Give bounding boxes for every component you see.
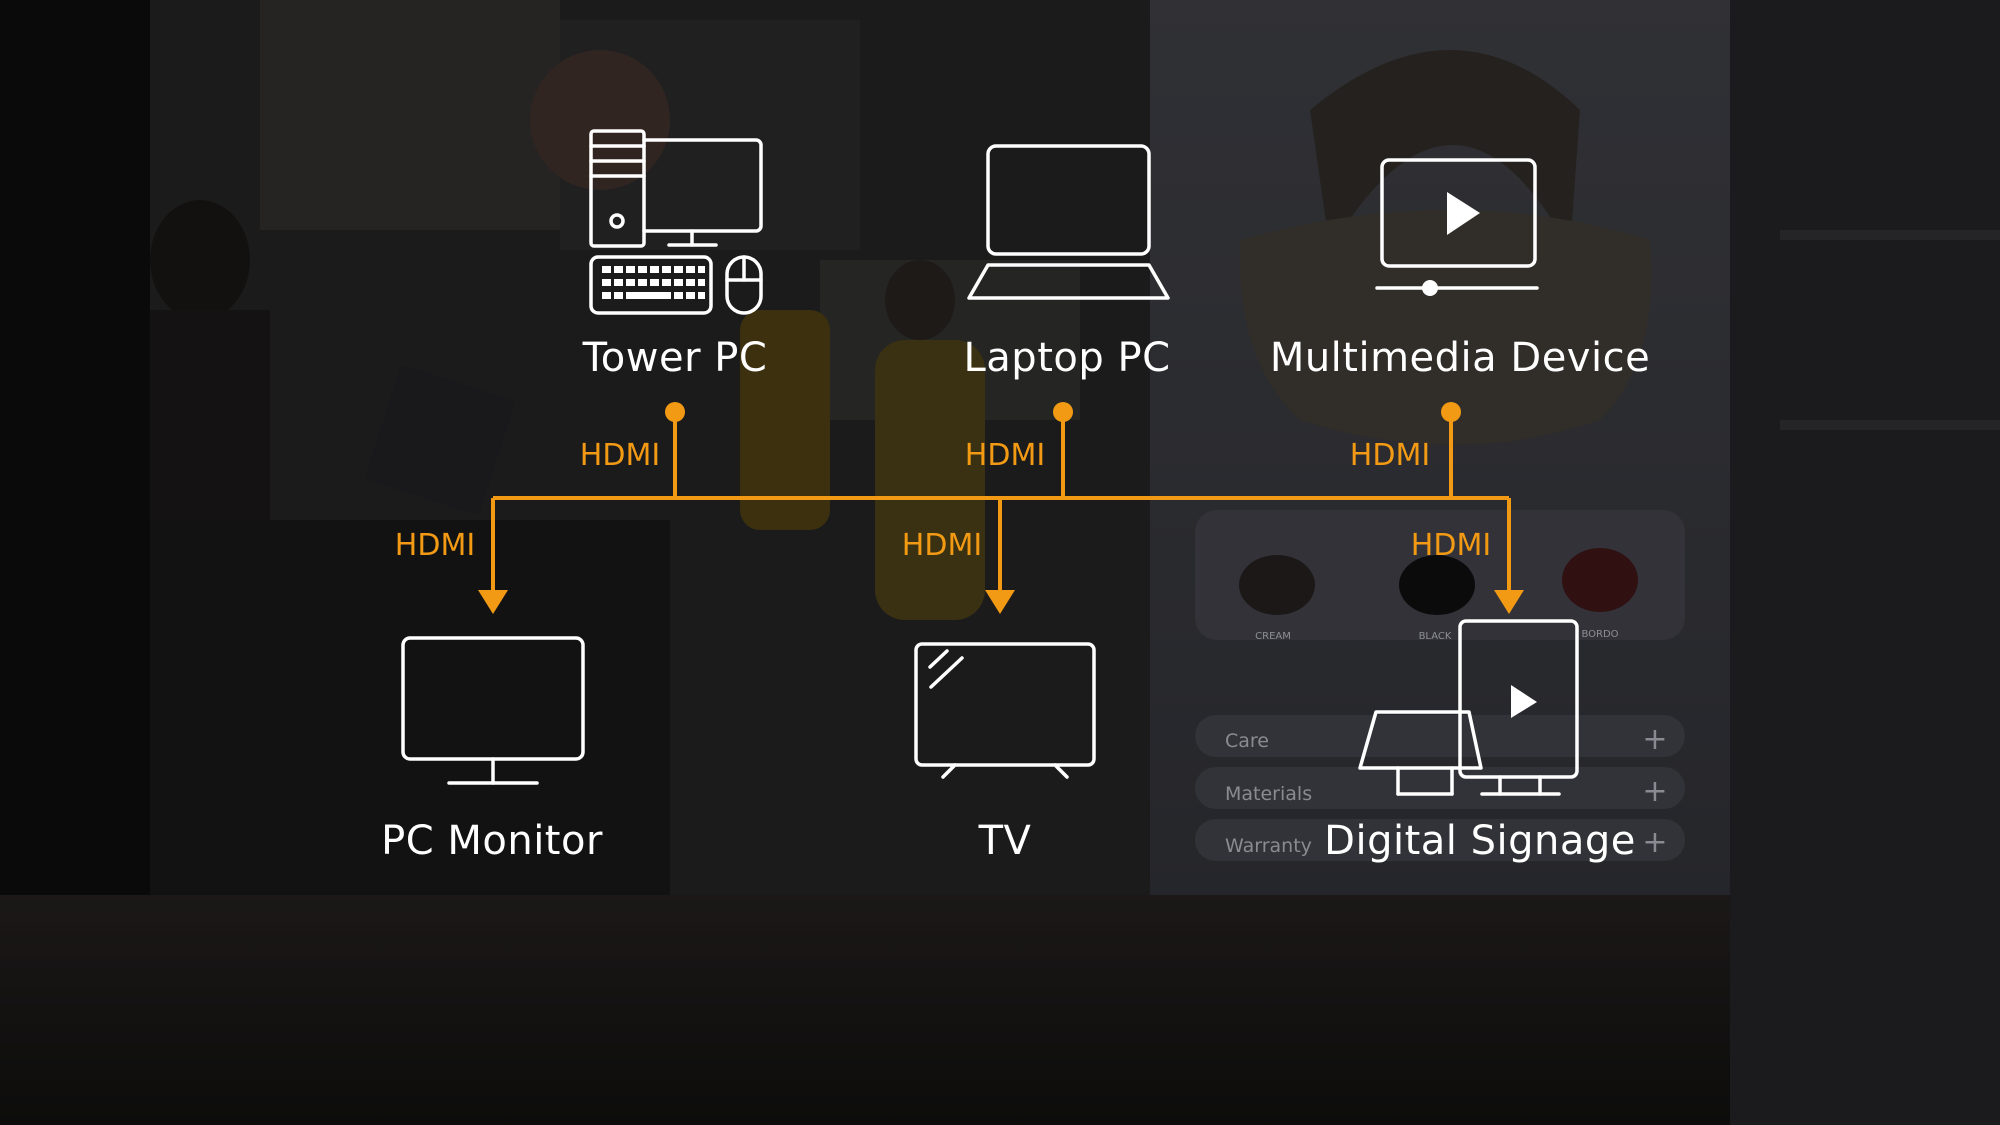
hdmi-label-tv: HDMI <box>901 528 983 563</box>
menu-item-warranty: Warranty <box>1225 835 1312 857</box>
menu-item-care: Care <box>1225 730 1269 752</box>
pc-monitor-icon <box>401 636 585 785</box>
signage-play-icon <box>1511 685 1537 718</box>
keyboard-keys <box>602 266 705 299</box>
product-label-bordo: BORDO <box>1581 629 1618 640</box>
tower-pc-icon <box>589 129 763 315</box>
tower-pc-label: Tower PC <box>582 335 768 381</box>
tv-label: TV <box>978 818 1032 864</box>
hdmi-label-monitor: HDMI <box>394 528 476 563</box>
arrowheads <box>478 590 1524 614</box>
expand-icon: + <box>1642 774 1667 809</box>
multimedia-player-icon <box>1375 158 1539 290</box>
menu-item-materials: Materials <box>1225 783 1312 805</box>
laptop-icon <box>967 144 1170 300</box>
expand-icon: + <box>1642 722 1667 757</box>
multimedia-device-label: Multimedia Device <box>1269 335 1651 381</box>
play-icon <box>1422 192 1480 296</box>
tv-icon <box>914 642 1096 779</box>
hdmi-label-media: HDMI <box>1349 438 1431 473</box>
connector-dots <box>665 402 1461 422</box>
laptop-pc-label: Laptop PC <box>963 335 1171 381</box>
hdmi-label-laptop: HDMI <box>964 438 1046 473</box>
digital-signage-icon <box>1358 619 1579 796</box>
pc-monitor-label: PC Monitor <box>381 818 603 864</box>
product-label-black: BLACK <box>1419 631 1452 642</box>
expand-icon: + <box>1642 825 1667 860</box>
product-label-cream: CREAM <box>1255 631 1291 642</box>
hdmi-label-tower: HDMI <box>579 438 661 473</box>
hdmi-cable-lines <box>491 412 1511 595</box>
digital-signage-label: Digital Signage <box>1324 818 1636 864</box>
hdmi-label-signage: HDMI <box>1410 528 1492 563</box>
